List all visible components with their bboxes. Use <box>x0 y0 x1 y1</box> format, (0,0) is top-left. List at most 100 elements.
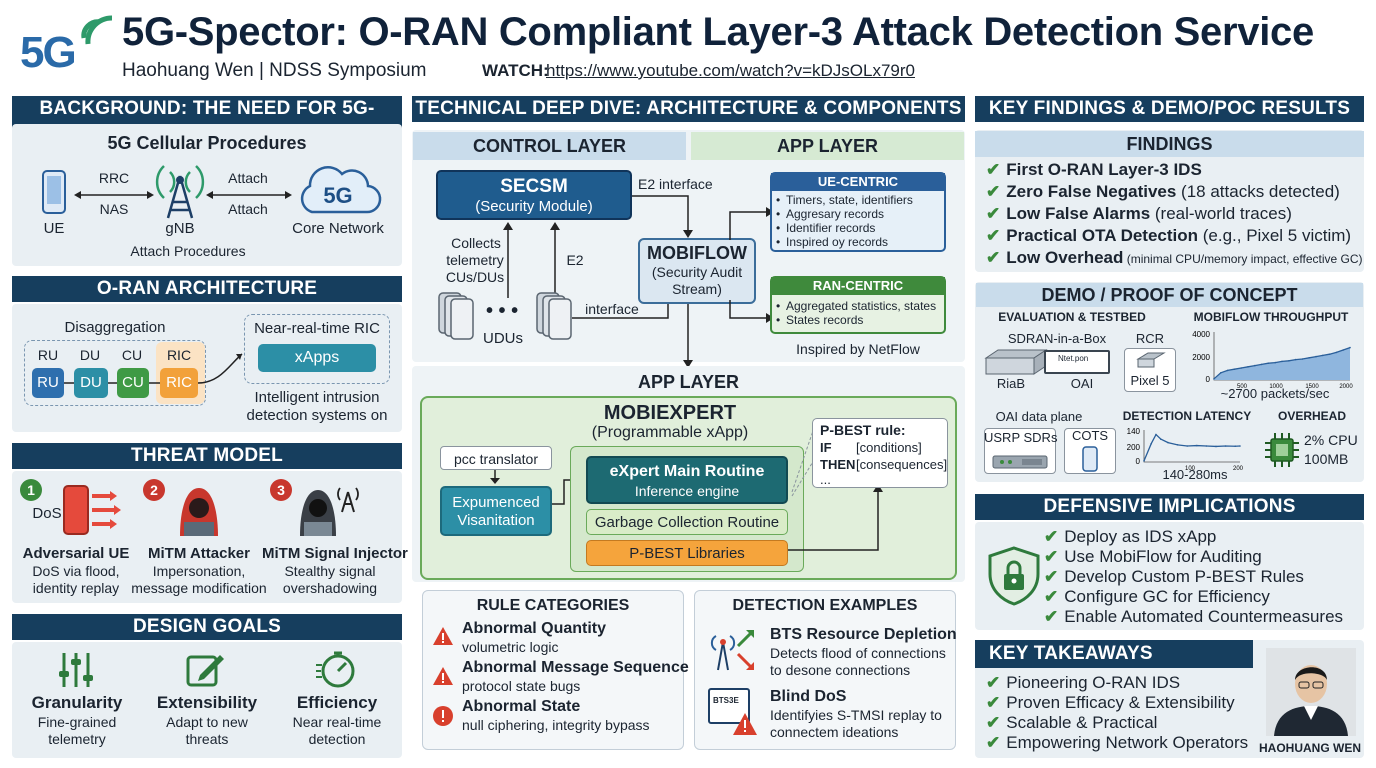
takeaway-item-1: ✔Pioneering O-RAN IDS <box>986 673 1181 692</box>
interface-label: interface <box>585 301 639 317</box>
sdr-device-icon <box>992 455 1048 469</box>
data-point <box>1160 438 1162 440</box>
findings-header: KEY FINDINGS & DEMO/POC RESULTS <box>975 96 1364 122</box>
rule-cat-desc-1: volumetric logic <box>462 639 559 655</box>
data-point <box>1288 360 1290 362</box>
ran-bullets: •• <box>776 299 781 327</box>
chart-axes <box>1143 430 1240 463</box>
riab-label: RiaB <box>996 376 1026 391</box>
defense-panel <box>975 522 1364 630</box>
oran-caption-1: Intelligent intrusion <box>254 389 380 406</box>
flooding-phone-icon <box>63 485 121 535</box>
cloud-icon <box>300 166 382 214</box>
tp-xtick-0: 500 <box>1237 384 1248 390</box>
mobiflow-down-arrow <box>683 304 693 368</box>
secsm-subtitle: (Security Module) <box>475 198 593 215</box>
warning-icon-2 <box>433 667 453 685</box>
expert-routine-title: eXpert Main Routine <box>609 463 765 480</box>
pcc-translator-box: pcc translator <box>440 446 552 470</box>
det-title-2: Blind DoS <box>770 688 847 705</box>
warning-icon-1 <box>433 627 453 645</box>
pcc-down-arrow <box>490 470 500 484</box>
author: Haohuang Wen | NDSS Symposium <box>122 60 427 81</box>
rule-categories-panel <box>422 590 684 750</box>
tp-ytick-1: 2000 <box>1192 353 1210 362</box>
check-icon: ✔ <box>1044 527 1059 546</box>
takeaway-item-2: ✔Proven Efficacy & Extensibility <box>986 693 1235 712</box>
data-point <box>1196 444 1198 447</box>
threat-title-1: Adversarial UE <box>22 545 130 562</box>
check-icon: ✔ <box>1044 567 1059 586</box>
attach-caption: Attach Procedures <box>130 243 246 259</box>
signal-injector-icon <box>300 487 359 536</box>
telemetry-up-arrow <box>503 222 513 298</box>
disaggregation-label: Disaggregation <box>64 319 166 336</box>
udus-label: UDUs <box>483 330 523 347</box>
watch-label: WATCH: <box>482 61 549 80</box>
tp-xtick-3: 2000 <box>1339 384 1353 390</box>
rule-more: ... <box>820 472 831 487</box>
defense-item-2: ✔Use MobiFlow for Auditing <box>1044 547 1262 566</box>
data-point <box>1328 353 1331 355</box>
stopwatch-icon <box>316 651 355 688</box>
ric-title: Near-real-time RIC <box>254 320 380 337</box>
author-photo <box>1266 648 1356 736</box>
check-icon: ✔ <box>1044 587 1059 606</box>
data-point <box>1234 445 1236 448</box>
signal-arcs-icon <box>81 15 113 45</box>
tp-xtick-1: 1000 <box>1269 384 1283 390</box>
threat-header: THREAT MODEL <box>12 443 402 469</box>
rule-cat-desc-3: null ciphering, integrity bypass <box>462 717 650 733</box>
attach-label-2: Attach <box>228 201 268 217</box>
tp-ytick-2: 0 <box>1206 375 1211 384</box>
data-point <box>1167 441 1169 444</box>
cots-phone-icon <box>1082 446 1098 472</box>
phone-icon <box>42 170 66 214</box>
goal-desc-3a: Near real-time <box>292 714 382 730</box>
det-title-1: BTS Resource Depletion <box>770 626 957 643</box>
data-point <box>1349 346 1351 349</box>
secsm-box <box>436 170 632 220</box>
data-point <box>1247 366 1249 368</box>
mobiflow-branch-arrows <box>729 207 774 323</box>
oran-caption-2: detection systems on <box>246 407 388 424</box>
ue-label: UE <box>43 220 65 237</box>
lt-ytick-0: 140 <box>1127 427 1141 436</box>
defense-item-3: ✔Develop Custom P-BEST Rules <box>1044 567 1304 586</box>
pbest-to-rule-arrow <box>788 484 883 551</box>
findings-subtitle: FINDINGS <box>975 131 1364 157</box>
double-arrow-left <box>74 191 154 199</box>
data-point <box>1240 367 1242 369</box>
gc-routine-box: Garbage Collection Routine <box>586 509 788 535</box>
throughput-title: MOBIFLOW THROUGHPUT <box>1193 310 1349 324</box>
shield-lock-icon <box>988 546 1040 606</box>
threat-desc-2b: message modification <box>131 580 267 596</box>
cloud-5g-text: 5G <box>323 183 353 208</box>
finding-1: ✔First O-RAN Layer-3 IDS <box>986 160 1202 179</box>
series-line <box>1143 433 1241 462</box>
mobiflow-subtitle-2: Stream) <box>672 281 722 297</box>
rcr-label: RCR <box>1135 331 1165 346</box>
rule-categories-title: RULE CATEGORIES <box>476 597 630 614</box>
defense-header: DEFENSIVE IMPLICATIONS <box>975 494 1364 520</box>
det-desc-2b: connectem ideations <box>770 724 899 740</box>
goal-title-1: Granularity <box>31 693 123 712</box>
ue-item-2: Aggresary records <box>786 207 885 221</box>
cots-label: COTS <box>1071 428 1109 443</box>
riab-server-icon <box>984 349 1048 375</box>
check-icon: ✔ <box>986 160 1001 179</box>
cu-top-label: CU <box>121 347 143 363</box>
visanitation-label-1: Expumenced <box>452 494 540 511</box>
nas-label: NAS <box>99 201 129 217</box>
data-point <box>1239 445 1241 447</box>
data-point <box>1322 354 1324 357</box>
video-link[interactable]: https://www.youtube.com/watch?v=kDJsOLx7… <box>546 61 915 80</box>
tower-icon <box>155 165 205 219</box>
tp-xtick-2: 1500 <box>1305 384 1319 390</box>
ran-item-2: States records <box>786 313 864 327</box>
rule-if: IF <box>820 440 832 455</box>
rule-cat-title-2: Abnormal Message Sequence <box>462 659 689 676</box>
threat-num-1: 1 <box>20 479 42 501</box>
goal-desc-3b: detection <box>308 731 366 747</box>
threat-desc-1a: DoS via flood, <box>32 563 120 579</box>
